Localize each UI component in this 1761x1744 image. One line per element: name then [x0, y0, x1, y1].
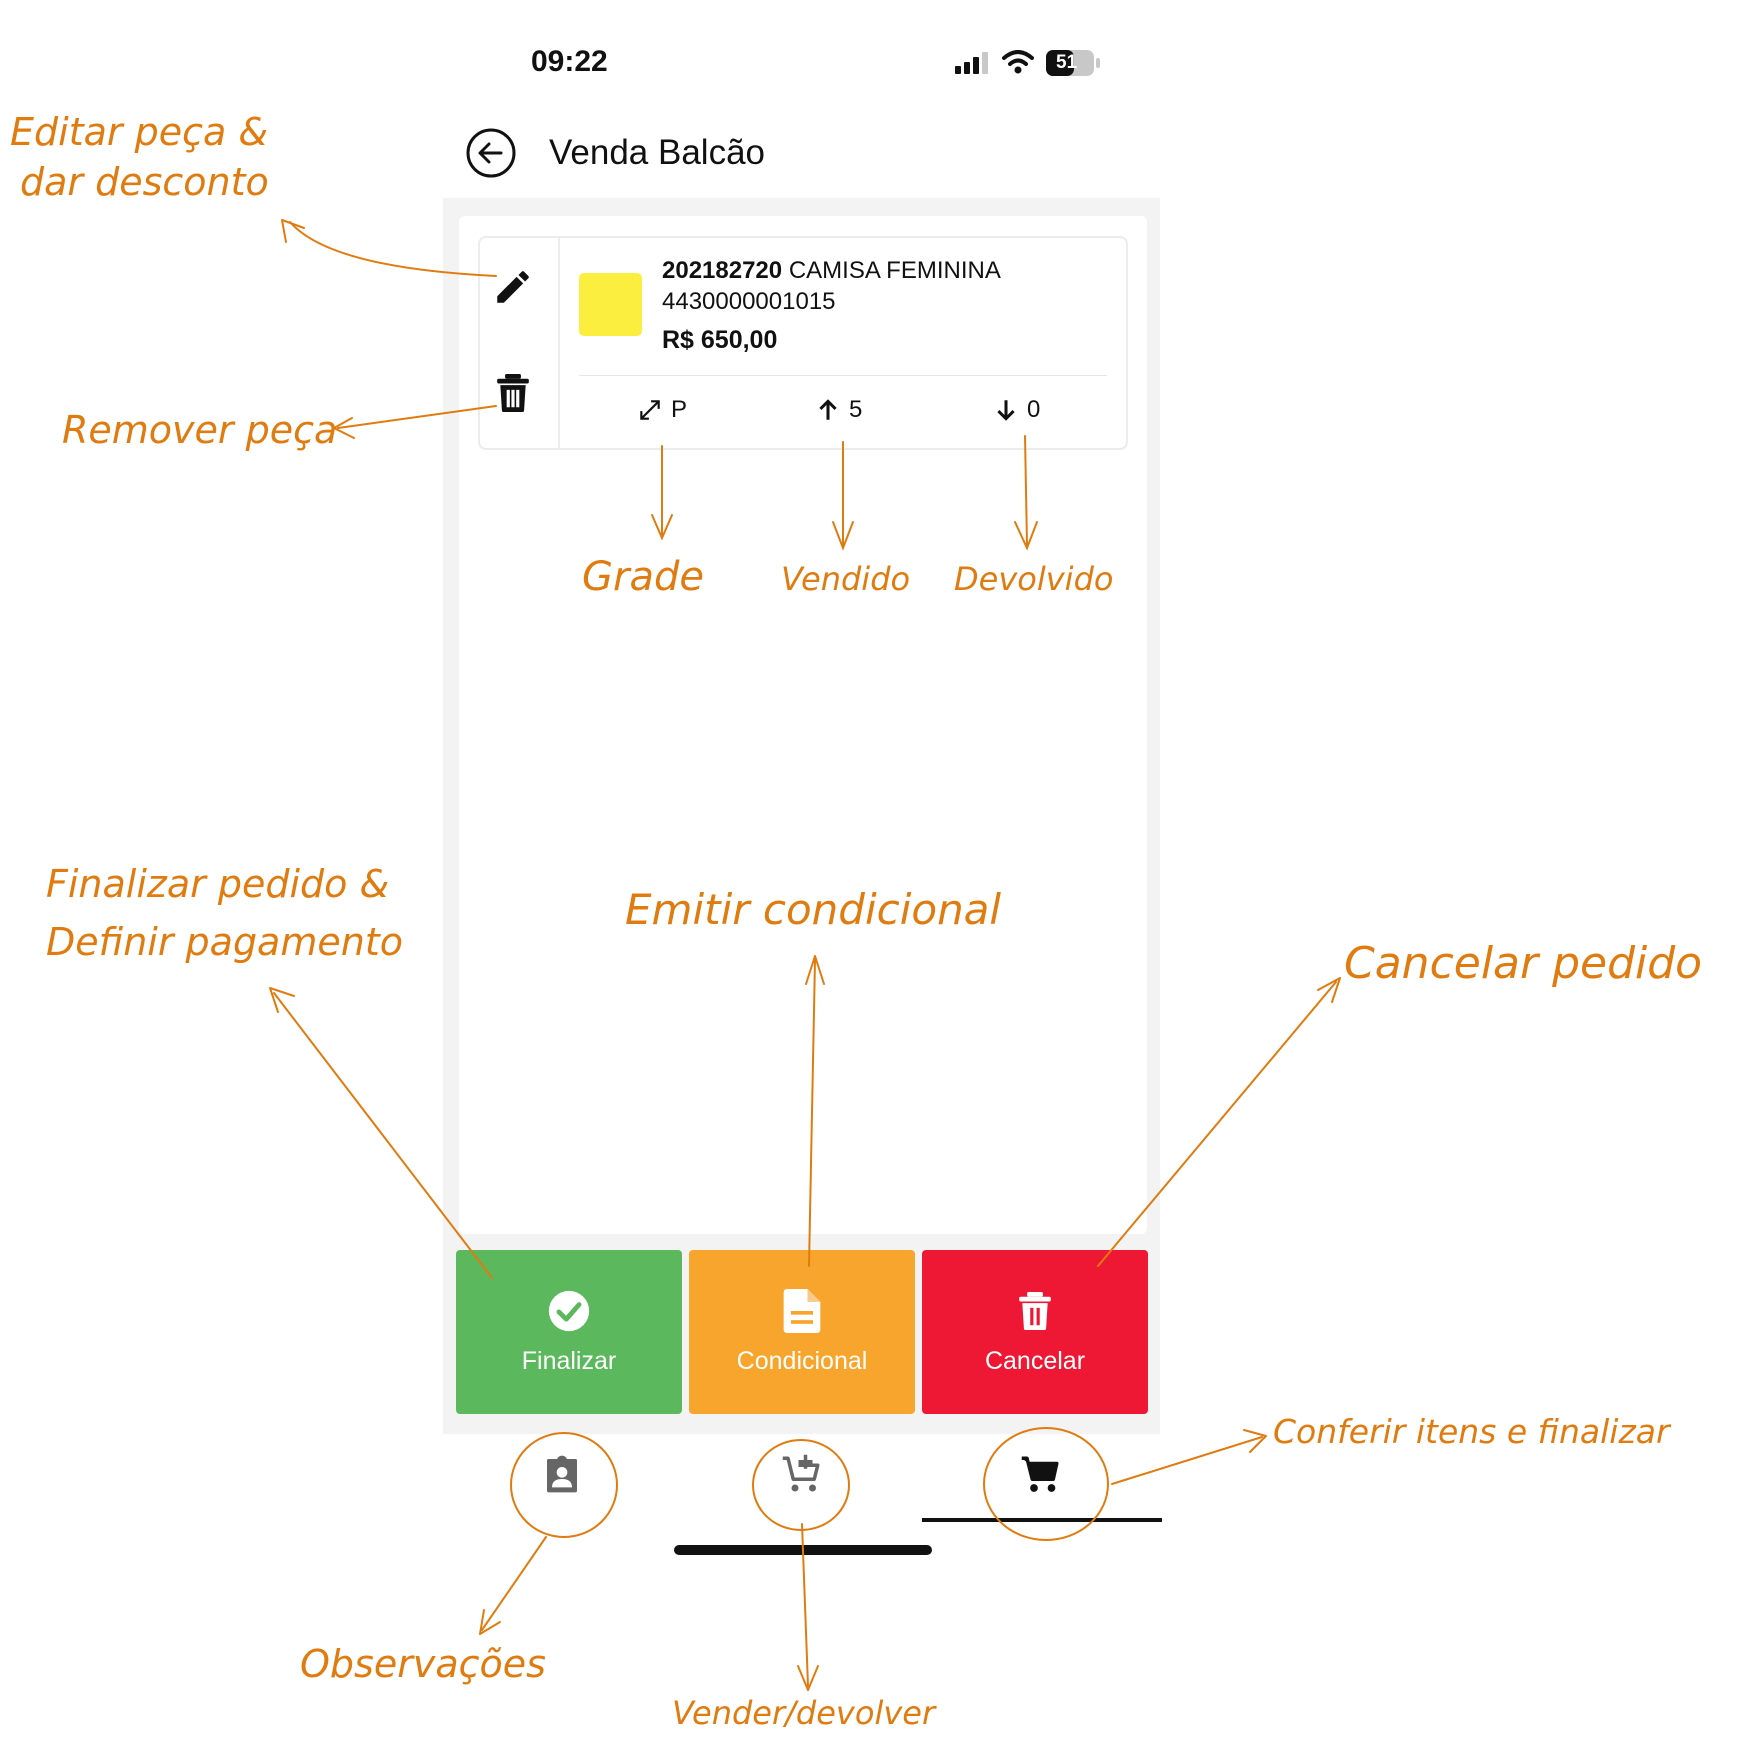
- page-title: Venda Balcão: [549, 133, 766, 172]
- item-color-swatch: [579, 273, 642, 336]
- note-review: Conferir itens e finalizar: [1273, 1412, 1670, 1451]
- sold-value: 5: [849, 396, 863, 423]
- item-title: 202182720 CAMISA FEMININA: [662, 257, 1001, 285]
- cart-icon: [1021, 1456, 1059, 1492]
- cancel-order-button[interactable]: Cancelar: [922, 1250, 1148, 1414]
- check-circle-icon: [548, 1290, 590, 1331]
- item-barcode: 4430000001015: [662, 288, 836, 315]
- cart-plus-icon: [782, 1454, 820, 1492]
- card-side-divider: [558, 236, 560, 450]
- note-sold: Vendido: [781, 560, 911, 598]
- size-value: P: [671, 396, 688, 423]
- conditional-button[interactable]: Condicional: [689, 1250, 915, 1414]
- note-finalize-1: Finalizar pedido &: [46, 862, 390, 906]
- signal-icon: [955, 52, 991, 79]
- tab-cart[interactable]: [1011, 1444, 1071, 1504]
- note-notes: Observações: [300, 1642, 546, 1686]
- conditional-label: Condicional: [736, 1346, 868, 1375]
- clipboard-user-icon: [547, 1455, 577, 1493]
- resize-icon: [640, 400, 660, 420]
- sold-stat: 5: [815, 396, 862, 424]
- item-price: R$ 650,00: [662, 326, 778, 354]
- status-time: 09:22: [531, 45, 608, 78]
- note-sell-return: Vender/devolver: [672, 1694, 936, 1732]
- cancel-label: Cancelar: [984, 1346, 1086, 1375]
- trash-icon: [1019, 1291, 1051, 1330]
- note-edit-discount-2: dar desconto: [20, 160, 269, 204]
- returned-value: 0: [1027, 396, 1041, 423]
- back-button[interactable]: [465, 127, 517, 184]
- note-remove: Remover peça: [62, 408, 338, 452]
- note-edit-discount-1: Editar peça &: [10, 110, 268, 154]
- card-divider: [579, 375, 1107, 376]
- pencil-icon: [497, 271, 529, 303]
- battery-level: 51: [1056, 52, 1078, 73]
- active-tab-indicator: [922, 1518, 1162, 1522]
- note-finalize-2: Definir pagamento: [46, 920, 403, 964]
- tab-sell-return[interactable]: [772, 1444, 832, 1504]
- trash-icon: [497, 374, 529, 412]
- remove-item-button[interactable]: [494, 372, 532, 419]
- battery-icon: 51: [1046, 50, 1100, 76]
- wifi-icon: [1002, 50, 1034, 79]
- document-icon: [783, 1288, 821, 1333]
- item-name: CAMISA FEMININA: [788, 257, 1001, 284]
- back-arrow-icon: [466, 128, 516, 178]
- size-stat: P: [637, 396, 687, 424]
- edit-item-button[interactable]: [492, 266, 534, 313]
- note-grade: Grade: [582, 554, 704, 600]
- note-returned: Devolvido: [954, 560, 1114, 598]
- tab-observations[interactable]: [532, 1444, 592, 1504]
- finalize-label: Finalizar: [521, 1346, 617, 1375]
- arrow-up-icon: [819, 399, 837, 420]
- finalize-button[interactable]: Finalizar: [456, 1250, 682, 1414]
- arrow-down-icon: [997, 400, 1015, 421]
- returned-stat: 0: [993, 396, 1040, 424]
- item-code: 202182720: [662, 257, 783, 284]
- item-card: [478, 236, 1128, 450]
- note-cancel: Cancelar pedido: [1344, 938, 1703, 989]
- note-conditional: Emitir condicional: [625, 885, 1002, 934]
